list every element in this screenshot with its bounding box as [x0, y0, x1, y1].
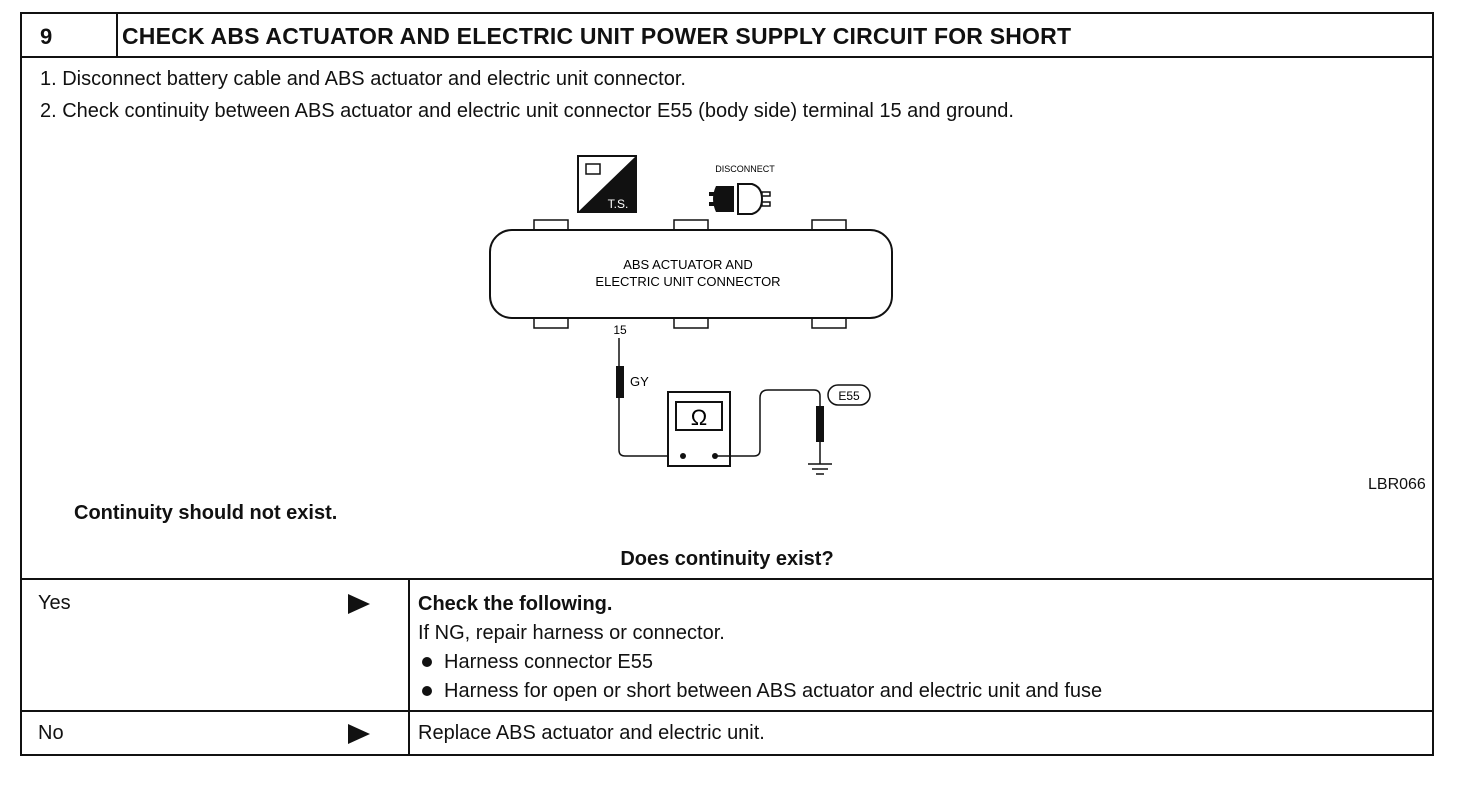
- disconnect-label: DISCONNECT: [715, 164, 775, 174]
- ts-icon: T.S.: [577, 155, 637, 213]
- bullet-item: Harness connector E55: [418, 648, 1432, 677]
- connector-label-2: ELECTRIC UNIT CONNECTOR: [595, 274, 780, 289]
- wire-color-label: GY: [630, 374, 649, 389]
- bullet-icon: [422, 685, 432, 696]
- connector-label-1: ABS ACTUATOR AND: [623, 257, 753, 272]
- ohm-symbol: Ω: [691, 405, 707, 430]
- terminal-label: 15: [613, 323, 627, 337]
- question: Does continuity exist?: [620, 548, 834, 570]
- connector-body: [489, 229, 893, 319]
- answer-yes-action: Check the following. If NG, repair harne…: [408, 580, 1432, 710]
- answer-no-label: No: [38, 722, 64, 744]
- specification: Continuity should not exist.: [74, 502, 338, 524]
- check-heading: Check the following.: [418, 593, 613, 615]
- step-header: 9 CHECK ABS ACTUATOR AND ELECTRIC UNIT P…: [22, 14, 1432, 58]
- procedure-table: 9 CHECK ABS ACTUATOR AND ELECTRIC UNIT P…: [20, 12, 1434, 756]
- instruction-1: 1. Disconnect battery cable and ABS actu…: [40, 68, 686, 90]
- answer-no-action: Replace ABS actuator and electric unit.: [408, 712, 1432, 756]
- answer-row-yes: Yes Check the following. If NG, repair h…: [22, 578, 1432, 710]
- connector-id-tag: [827, 384, 871, 406]
- disconnect-icon: DISCONNECT: [709, 164, 775, 215]
- check-note: If NG, repair harness or connector.: [418, 622, 725, 644]
- continuity-check-diagram: T.S. DISCONNECT ABS ACTUATOR AND ELECTRI…: [489, 155, 893, 475]
- step-number: 9: [22, 14, 118, 56]
- arrow-right-icon: [348, 594, 370, 614]
- connector-id: E55: [838, 389, 860, 403]
- ts-label: T.S.: [608, 197, 629, 211]
- instruction-2: 2. Check continuity between ABS actuator…: [40, 100, 1014, 122]
- bullet-icon: [422, 656, 432, 667]
- answer-yes-label: Yes: [38, 592, 71, 614]
- figure-id: LBR066: [1368, 476, 1426, 493]
- bullet-item: Harness for open or short between ABS ac…: [418, 677, 1432, 706]
- step-title: CHECK ABS ACTUATOR AND ELECTRIC UNIT POW…: [122, 23, 1072, 49]
- answer-row-no: No Replace ABS actuator and electric uni…: [22, 710, 1432, 756]
- arrow-right-icon: [348, 724, 370, 744]
